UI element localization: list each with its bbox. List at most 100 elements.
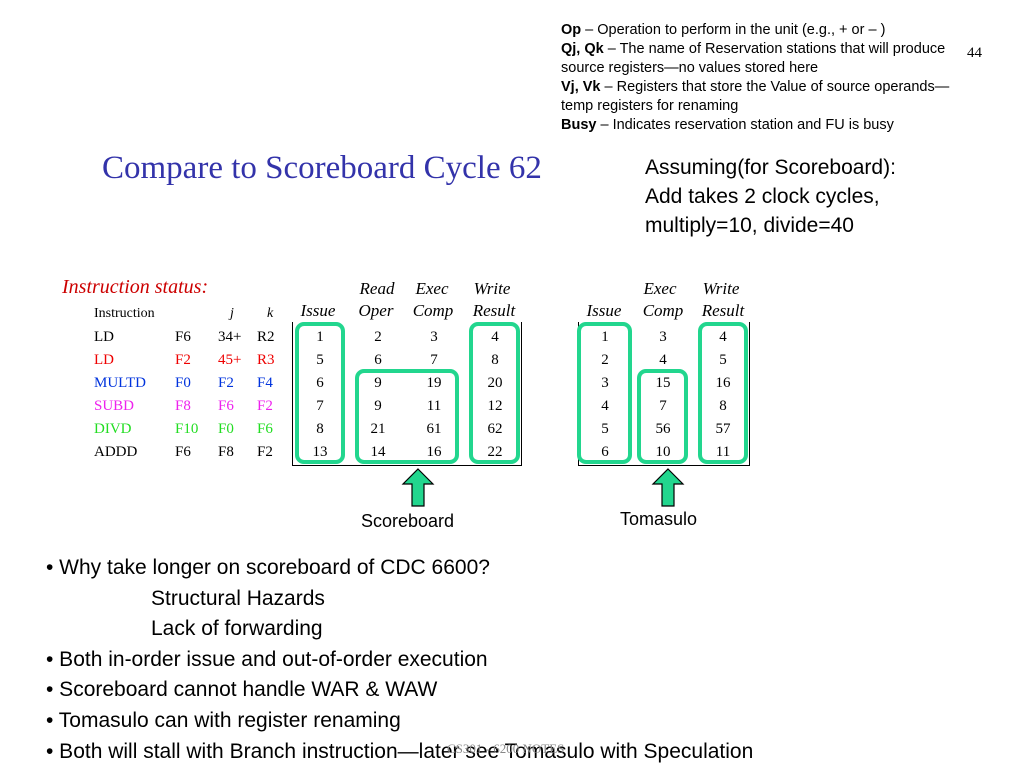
bullet-subitem: Lack of forwarding xyxy=(151,617,323,641)
instruction-op-cell: DIVD xyxy=(94,421,132,437)
tomasulo-cell: 1 xyxy=(601,329,609,345)
instruction-k-cell: F6 xyxy=(257,421,273,437)
scoreboard-cell: 14 xyxy=(370,444,386,460)
tomasulo-header-exec: Exec xyxy=(643,279,677,298)
tomasulo-cell: 56 xyxy=(655,421,671,437)
definition-qj-qk: Qj, Qk – The name of Reservation station… xyxy=(561,41,946,76)
instruction-j-cell: F2 xyxy=(218,375,234,391)
tomasulo-cell: 2 xyxy=(601,352,609,368)
instruction-op-cell: LD xyxy=(94,329,114,345)
tomasulo-cell: 5 xyxy=(719,352,727,368)
tomasulo-cell: 5 xyxy=(601,421,609,437)
bullet-item: • Why take longer on scoreboard of CDC 6… xyxy=(46,556,490,579)
tomasulo-header-write: Write xyxy=(702,279,740,298)
instruction-dest-cell: F6 xyxy=(175,329,191,345)
tomasulo-issue-highlight xyxy=(577,322,632,464)
scoreboard-arrow-icon xyxy=(401,468,435,507)
bullet-list: • Why take longer on scoreboard of CDC 6… xyxy=(46,553,753,767)
instruction-dest-cell: F6 xyxy=(175,444,191,460)
scoreboard-cell: 7 xyxy=(430,352,438,368)
instruction-k-cell: R2 xyxy=(257,329,275,345)
scoreboard-issue-highlight xyxy=(295,322,345,464)
scoreboard-cell: 22 xyxy=(487,444,503,460)
tomasulo-arrow-icon xyxy=(651,468,685,507)
definition-op: Op – Operation to perform in the unit (e… xyxy=(561,22,886,38)
scoreboard-header-comp: Comp xyxy=(412,301,454,320)
tomasulo-cell: 57 xyxy=(715,421,731,437)
scoreboard-cell: 6 xyxy=(316,375,324,391)
bullet-item: • Scoreboard cannot handle WAR & WAW xyxy=(46,678,438,702)
scoreboard-cell: 8 xyxy=(491,352,499,368)
tomasulo-cell: 4 xyxy=(601,398,609,414)
assumption-line: Assuming(for Scoreboard): xyxy=(645,156,896,179)
scoreboard-cell: 16 xyxy=(426,444,442,460)
tomasulo-cell: 10 xyxy=(655,444,671,460)
instruction-op-cell: LD xyxy=(94,352,114,368)
tomasulo-exec-highlight xyxy=(637,369,688,464)
instruction-j-cell: 34+ xyxy=(218,329,242,345)
scoreboard-cell: 21 xyxy=(370,421,386,437)
tomasulo-header-issue: Issue xyxy=(586,301,622,320)
tomasulo-cell: 8 xyxy=(719,398,727,414)
tomasulo-header-result: Result xyxy=(701,301,745,320)
bullet-item: • Both will stall with Branch instructio… xyxy=(46,739,754,763)
scoreboard-cell: 3 xyxy=(430,329,438,345)
assumption-line: multiply=10, divide=40 xyxy=(645,214,854,237)
instruction-op-cell: MULTD xyxy=(94,375,146,391)
slide-title: Compare to Scoreboard Cycle 62 xyxy=(102,150,542,186)
j-header: j xyxy=(230,306,234,321)
definition-vj-vk: Vj, Vk – Registers that store the Value … xyxy=(561,79,950,114)
scoreboard-cell: 7 xyxy=(316,398,324,414)
scoreboard-cell: 4 xyxy=(491,329,499,345)
scoreboard-write-highlight xyxy=(469,322,520,464)
footer-text: CS301 - 6200 NOTES xyxy=(447,741,565,756)
scoreboard-cell: 11 xyxy=(426,398,442,414)
tomasulo-cell: 11 xyxy=(715,444,731,460)
instruction-dest-cell: F2 xyxy=(175,352,191,368)
tomasulo-header-comp: Comp xyxy=(642,301,684,320)
instruction-dest-cell: F8 xyxy=(175,398,191,414)
scoreboard-header-exec: Exec xyxy=(415,279,449,298)
scoreboard-cell: 2 xyxy=(374,329,382,345)
scoreboard-cell: 20 xyxy=(487,375,503,391)
definition-busy: Busy – Indicates reservation station and… xyxy=(561,117,894,133)
tomasulo-cell: 3 xyxy=(659,329,667,345)
tomasulo-cell: 7 xyxy=(659,398,667,414)
instruction-status-label: Instruction status: xyxy=(62,276,209,298)
tomasulo-cell: 4 xyxy=(719,329,727,345)
instruction-op-cell: SUBD xyxy=(94,398,135,414)
scoreboard-cell: 12 xyxy=(487,398,503,414)
tomasulo-cell: 4 xyxy=(659,352,667,368)
scoreboard-cell: 5 xyxy=(316,352,324,368)
scoreboard-header-oper: Oper xyxy=(358,301,394,320)
scoreboard-cell: 62 xyxy=(487,421,503,437)
bullet-item: • Tomasulo can with register renaming xyxy=(46,708,401,732)
k-header: k xyxy=(267,306,274,321)
tomasulo-cell: 15 xyxy=(655,375,671,391)
definitions-block: Op – Operation to perform in the unit (e… xyxy=(561,21,961,135)
scoreboard-cell: 13 xyxy=(312,444,328,460)
instruction-j-cell: F0 xyxy=(218,421,234,437)
instruction-k-cell: F2 xyxy=(257,444,273,460)
assumptions-text: Assuming(for Scoreboard): Add takes 2 cl… xyxy=(645,153,896,240)
scoreboard-header-issue: Issue xyxy=(300,301,336,320)
scoreboard-header-write: Write xyxy=(473,279,511,298)
scoreboard-cell: 61 xyxy=(426,421,442,437)
tomasulo-cell: 16 xyxy=(715,375,731,391)
instruction-dest-cell: F0 xyxy=(175,375,191,391)
tomasulo-cell: 3 xyxy=(601,375,609,391)
scoreboard-label: Scoreboard xyxy=(361,511,455,531)
instruction-j-cell: F8 xyxy=(218,444,234,460)
tomasulo-write-highlight xyxy=(698,322,748,464)
tomasulo-label: Tomasulo xyxy=(620,509,698,529)
scoreboard-cell: 9 xyxy=(374,398,382,414)
instruction-op-cell: ADDD xyxy=(94,444,138,460)
instruction-j-cell: F6 xyxy=(218,398,234,414)
scoreboard-cell: 9 xyxy=(374,375,382,391)
scoreboard-table xyxy=(292,322,522,466)
instruction-k-cell: F2 xyxy=(257,398,273,414)
bullet-item: • Both in-order issue and out-of-order e… xyxy=(46,647,488,671)
assumption-line: Add takes 2 clock cycles, xyxy=(645,185,880,208)
instruction-k-cell: R3 xyxy=(257,352,275,368)
instruction-header: Instruction xyxy=(94,306,155,321)
